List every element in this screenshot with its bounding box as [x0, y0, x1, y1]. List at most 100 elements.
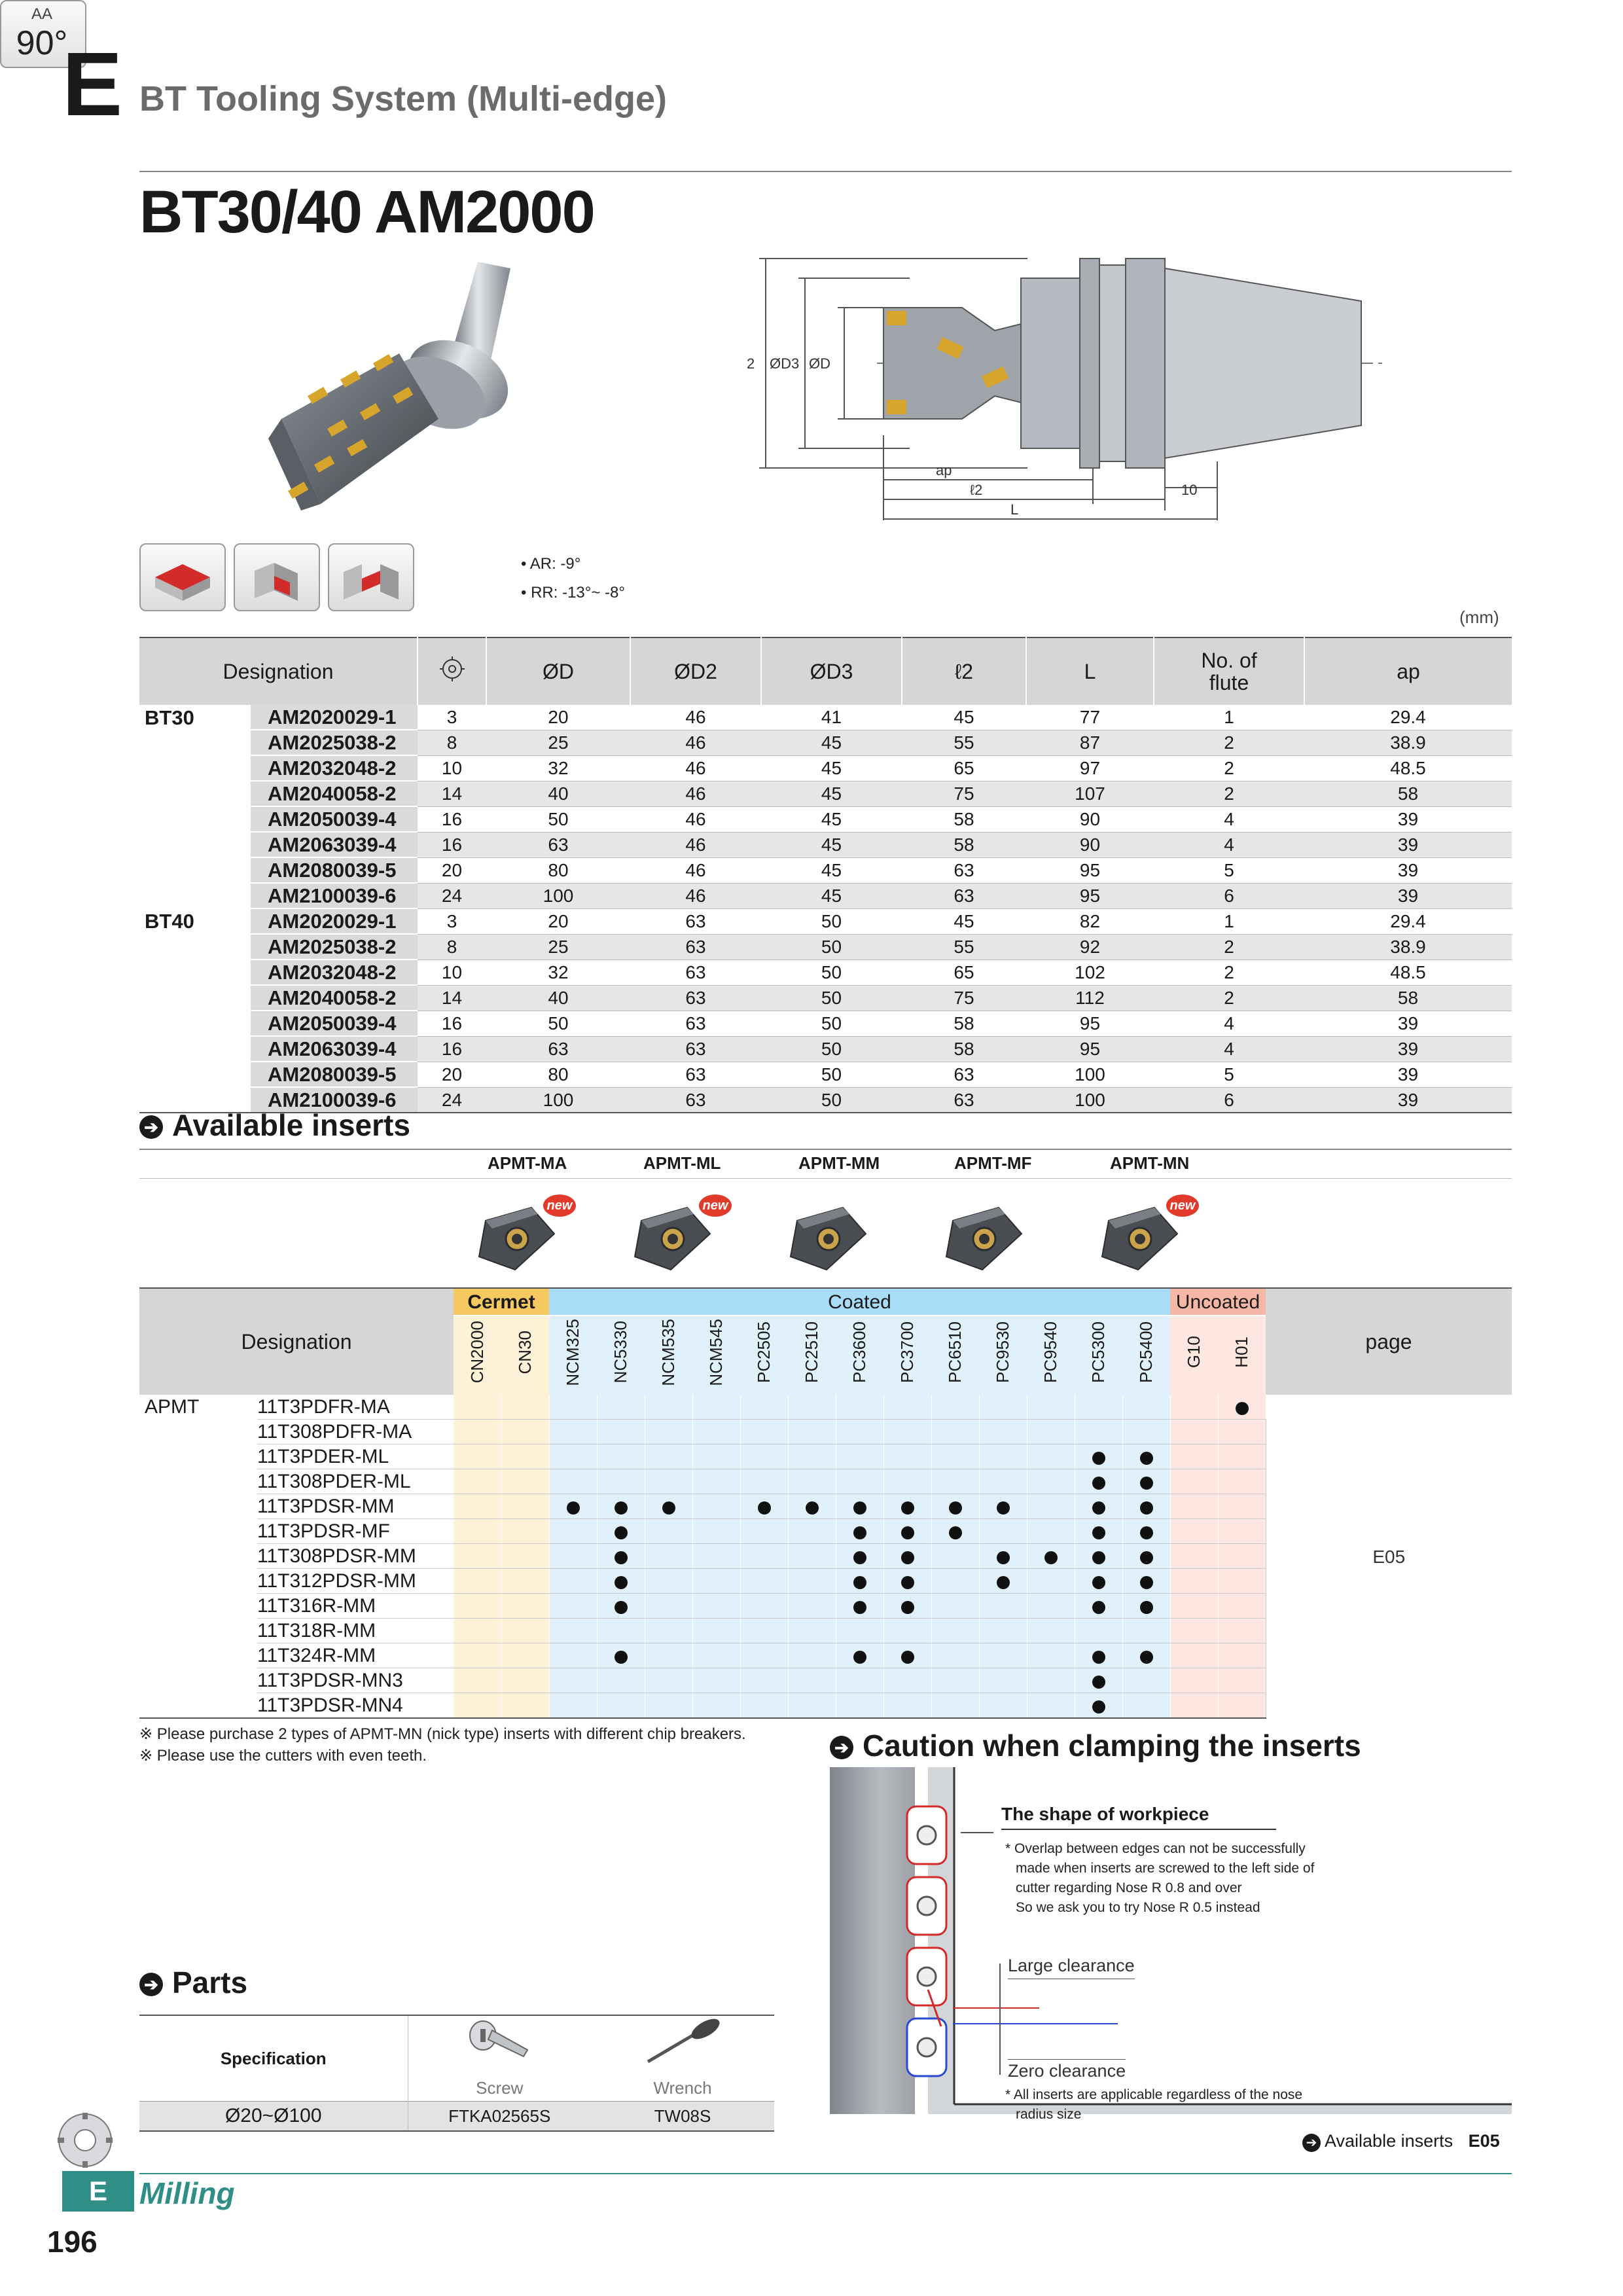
cell-flutes: 4 [1154, 1036, 1304, 1062]
grade-availability [1218, 1395, 1266, 1420]
caution-note-2-line-2: radius size [1016, 2107, 1082, 2122]
available-dot-icon [853, 1575, 866, 1589]
grade-availability [1075, 1693, 1123, 1719]
grade-availability [645, 1469, 693, 1494]
available-inserts-link[interactable]: ➔Available inserts E05 [1302, 2131, 1500, 2152]
available-dot-icon [996, 1551, 1010, 1564]
grade-availability [1075, 1494, 1123, 1519]
cell-d: 20 [486, 908, 630, 935]
grade-availability [979, 1518, 1027, 1544]
insert-row: 11T318R-MM [139, 1618, 1512, 1643]
grade-availability [1170, 1543, 1219, 1569]
insert-designation: 11T3PDSR-MM [257, 1494, 454, 1519]
grade-availability [1122, 1568, 1171, 1594]
grade-availability [454, 1444, 502, 1469]
grade-name: NCM545 [706, 1318, 726, 1386]
grade-availability [1027, 1618, 1075, 1643]
grade-availability [454, 1693, 502, 1719]
grade-availability [836, 1618, 884, 1643]
arrow-icon: ➔ [1302, 2134, 1321, 2152]
grade-availability [645, 1593, 693, 1619]
approach-angle-badge: AA 90° [0, 0, 86, 68]
grade-availability [597, 1593, 645, 1619]
cell-flutes: 2 [1154, 985, 1304, 1011]
material-icon-steel [139, 543, 226, 611]
grade-availability [549, 1395, 597, 1420]
grade-availability [1075, 1668, 1123, 1693]
cell-d2: 46 [630, 857, 761, 884]
cell-l: 97 [1026, 755, 1154, 781]
cell-d: 50 [486, 1011, 630, 1037]
insert-designation: 11T308PDSR-MM [257, 1543, 454, 1569]
grade-availability [501, 1543, 550, 1569]
grade-availability [883, 1494, 932, 1519]
available-dot-icon [757, 1501, 771, 1515]
cutter-designation: AM2100039-6 [251, 883, 418, 909]
grade-availability [740, 1543, 789, 1569]
grade-availability [1218, 1668, 1266, 1693]
cutter-designation: AM2032048-2 [251, 755, 418, 781]
grade-availability [549, 1618, 597, 1643]
cutter-designation: AM2063039-4 [251, 1036, 418, 1062]
grade-availability [454, 1643, 502, 1668]
grade-header: PC3700 [883, 1316, 931, 1395]
available-dot-icon [853, 1551, 866, 1564]
grade-availability [1218, 1568, 1266, 1594]
workpiece-shape-title: The shape of workpiece [1001, 1804, 1276, 1830]
grade-availability [788, 1618, 836, 1643]
cell-l: 95 [1026, 883, 1154, 909]
grade-availability [645, 1543, 693, 1569]
grade-availability [1027, 1643, 1075, 1668]
grade-availability [1027, 1543, 1075, 1569]
label-10: 10 [1181, 482, 1197, 498]
grade-availability [1122, 1543, 1171, 1569]
grade-availability [836, 1643, 884, 1668]
grade-header: NCM325 [549, 1316, 597, 1395]
cell-d: 63 [486, 1036, 630, 1062]
grade-header: NCM545 [692, 1316, 740, 1395]
cell-d: 20 [486, 705, 630, 730]
insert-page-ref[interactable]: E05 [1265, 1395, 1512, 1718]
grade-availability [1218, 1693, 1266, 1719]
cell-l: 92 [1026, 934, 1154, 960]
grade-availability [740, 1494, 789, 1519]
cell-l: 102 [1026, 960, 1154, 986]
grade-availability [1218, 1543, 1266, 1569]
grade-header: PC3600 [836, 1316, 883, 1395]
cell-d3: 50 [761, 1036, 902, 1062]
grade-name: PC5400 [1136, 1321, 1156, 1383]
cell-l2: 63 [902, 857, 1026, 884]
cell-l2: 63 [902, 1062, 1026, 1088]
cell-ap: 39 [1304, 857, 1512, 884]
shank-diameter-icon [439, 656, 465, 681]
cell-d3: 50 [761, 1062, 902, 1088]
insert-family [139, 1693, 257, 1719]
available-dot-icon [1139, 1650, 1153, 1664]
screw-label: Screw [476, 2077, 524, 2098]
cell-d2: 46 [630, 883, 761, 909]
grade-availability [883, 1568, 932, 1594]
grade-availability [883, 1618, 932, 1643]
grade-availability [645, 1518, 693, 1544]
group-coated: Coated [549, 1287, 1170, 1316]
available-dot-icon [1092, 1501, 1105, 1515]
grade-availability [931, 1494, 980, 1519]
cell-ap: 48.5 [1304, 755, 1512, 781]
cell-flutes: 6 [1154, 1087, 1304, 1113]
grade-header: PC9540 [1027, 1316, 1075, 1395]
cutter-designation: AM2020029-1 [251, 908, 418, 935]
available-dot-icon [901, 1501, 914, 1515]
cell-l: 77 [1026, 705, 1154, 730]
header-l: L [1026, 637, 1154, 705]
cutter-designation: AM2020029-1 [251, 705, 418, 730]
grade-availability [1122, 1668, 1171, 1693]
available-dot-icon [996, 1501, 1010, 1515]
grade-availability [645, 1568, 693, 1594]
cutter-designation: AM2100039-6 [251, 1087, 418, 1113]
grade-availability [645, 1494, 693, 1519]
grade-availability [454, 1518, 502, 1544]
chapter-name: Milling [139, 2176, 235, 2210]
